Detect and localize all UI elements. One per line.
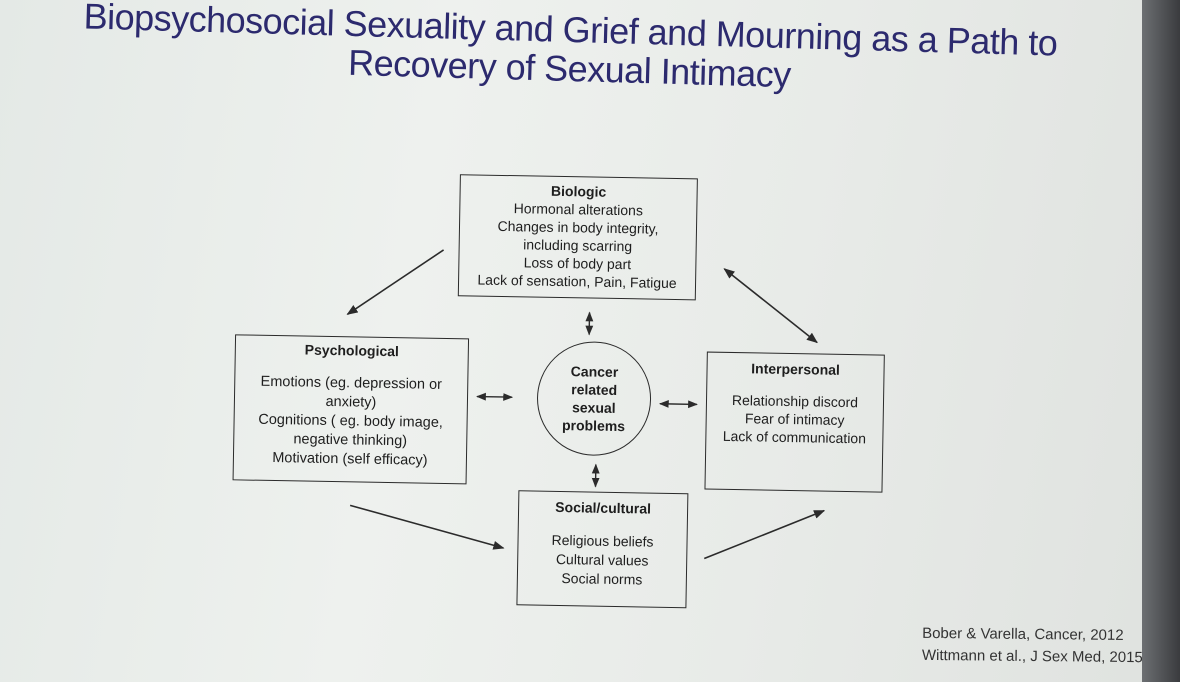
center-line: sexual bbox=[571, 399, 616, 416]
citation: Bober & Varella, Cancer, 2012 bbox=[922, 624, 1124, 644]
citation: Wittmann et al., J Sex Med, 2015 bbox=[921, 646, 1143, 667]
interpersonal-line: Lack of communication bbox=[722, 427, 867, 447]
center-line: related bbox=[571, 381, 618, 398]
interpersonal-line: Relationship discord bbox=[731, 392, 859, 411]
center-line: Cancer bbox=[570, 363, 619, 381]
arrow-center-interpersonal bbox=[658, 399, 698, 409]
psychological-line: Emotions (eg. depression or bbox=[260, 373, 443, 393]
arrow-center-psychological bbox=[476, 392, 514, 401]
social-cultural-line: Social norms bbox=[561, 570, 643, 588]
arrow-biologic-to-interpersonal bbox=[723, 268, 818, 344]
psychological-line: Motivation (self efficacy) bbox=[272, 449, 428, 469]
biologic-box: Biologic Hormonal alterations Changes in… bbox=[457, 174, 698, 301]
interpersonal-box: Interpersonal Relationship discord Fear … bbox=[704, 351, 885, 493]
psychological-line: Cognitions ( eg. body image, bbox=[258, 411, 444, 431]
psychological-box: Psychological Emotions (eg. depression o… bbox=[232, 334, 470, 485]
arrow-psychological-to-social bbox=[349, 504, 505, 550]
room-background bbox=[1140, 0, 1180, 682]
center-line: problems bbox=[561, 417, 626, 435]
arrow-biologic-to-psychological bbox=[346, 249, 445, 315]
citations: Bober & Varella, Cancer, 2012 Wittmann e… bbox=[921, 623, 1143, 669]
social-cultural-box: Social/cultural Religious beliefs Cultur… bbox=[516, 490, 689, 609]
biologic-line: Lack of sensation, Pain, Fatigue bbox=[477, 271, 677, 292]
arrow-social-to-interpersonal bbox=[703, 509, 826, 560]
